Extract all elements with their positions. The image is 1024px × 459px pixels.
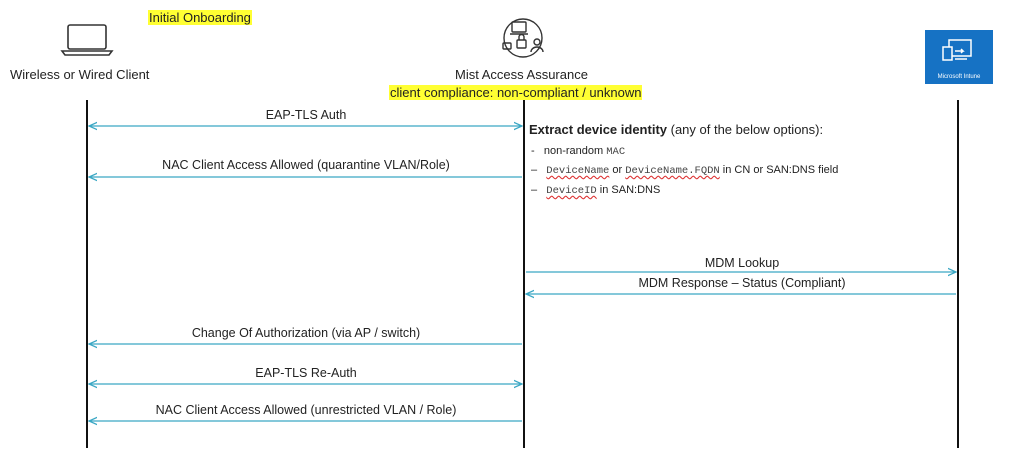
option-mac-code: MAC	[606, 146, 626, 158]
option-or-text: or	[609, 164, 626, 176]
msg-unrestricted: NAC Client Access Allowed (unrestricted …	[155, 403, 457, 417]
option-deviceid-code: DeviceID	[546, 185, 597, 197]
client-label: Wireless or Wired Client	[10, 67, 150, 82]
access-assurance-icon	[502, 18, 544, 58]
msg-mdm-lookup: MDM Lookup	[704, 256, 780, 270]
msg-mdm-response: MDM Response – Status (Compliant)	[638, 276, 846, 290]
option-deviceid-rest: in SAN:DNS	[596, 184, 661, 196]
identity-note-rest: (any of the below options):	[667, 122, 824, 137]
msg-quarantine: NAC Client Access Allowed (quarantine VL…	[162, 158, 450, 172]
identity-option-deviceid: – DeviceID in SAN:DNS	[531, 184, 661, 197]
compliance-status: client compliance: non-compliant / unkno…	[389, 85, 643, 100]
option-devicename-code: DeviceName	[546, 165, 610, 177]
laptop-icon	[60, 24, 114, 56]
option-mac-text: non-random	[543, 145, 607, 157]
msg-eap-tls-auth: EAP-TLS Auth	[265, 108, 347, 122]
identity-option-mac: - non-random MAC	[531, 145, 626, 158]
intune-label: Microsoft Intune	[937, 74, 981, 80]
option-fqdn-code: DeviceName.FQDN	[625, 165, 720, 177]
identity-option-devicename: – DeviceName or DeviceName.FQDN in CN or…	[531, 164, 839, 177]
intune-device-glyph	[942, 39, 972, 61]
msg-coa: Change Of Authorization (via AP / switch…	[191, 326, 421, 340]
intune-logo-icon: Microsoft Intune	[925, 30, 993, 84]
identity-note-heading: Extract device identity (any of the belo…	[529, 122, 823, 137]
option-devicename-rest: in CN or SAN:DNS field	[719, 164, 839, 176]
mist-label: Mist Access Assurance	[455, 67, 588, 82]
msg-eap-tls-reauth: EAP-TLS Re-Auth	[255, 366, 357, 380]
identity-note-bold: Extract device identity	[529, 122, 667, 137]
diagram-title: Initial Onboarding	[148, 10, 252, 25]
